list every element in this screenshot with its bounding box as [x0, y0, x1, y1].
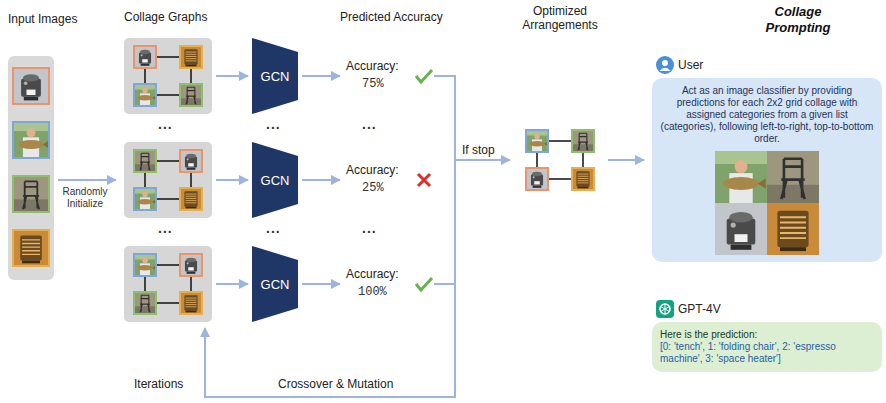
ellipsis: ...	[362, 220, 377, 237]
ellipsis: ...	[158, 220, 173, 237]
node-text: Act as an image classifier by providing …	[660, 85, 874, 145]
accuracy-value: 25%	[362, 181, 384, 195]
accuracy-value: 100%	[358, 285, 387, 299]
gcn-label: GCN	[261, 173, 290, 188]
branch-label: If stop	[462, 143, 495, 157]
arrow-label: Randomly Initialize	[54, 186, 116, 210]
ellipsis: ...	[266, 220, 281, 237]
input-images	[8, 56, 54, 280]
column-header: Optimized Arrangements	[506, 4, 614, 33]
loop-label: Crossover & Mutation	[278, 377, 393, 391]
accuracy-label: Accuracy:	[346, 163, 399, 177]
collage-graph	[124, 38, 212, 114]
ellipsis: ...	[158, 116, 173, 133]
gcn-block: GCN	[252, 246, 298, 322]
user-bubble: UserAct as an image classifier by provid…	[652, 78, 882, 262]
accuracy-value: 75%	[362, 77, 384, 91]
gpt-icon	[656, 300, 674, 318]
check-mark	[416, 278, 432, 290]
cross-mark	[418, 174, 430, 186]
node-text: [0: 'tench', 1: 'folding chair', 2: 'esp…	[660, 341, 874, 365]
gcn-block: GCN	[252, 142, 298, 218]
node-heading: GPT-4V	[678, 302, 721, 316]
gcn-block: GCN	[252, 38, 298, 114]
node-heading: User	[678, 58, 703, 72]
accuracy-label: Accuracy:	[346, 267, 399, 281]
accuracy-label: Accuracy:	[346, 59, 399, 73]
column-header: Predicted Accuracy	[340, 10, 443, 24]
flow-arrows	[58, 76, 644, 397]
gcn-label: GCN	[261, 69, 290, 84]
gcn-label: GCN	[261, 277, 290, 292]
collage-graph	[124, 246, 212, 322]
optimized-collage-graph	[526, 130, 594, 190]
ellipsis: ...	[266, 116, 281, 133]
ellipsis: ...	[362, 116, 377, 133]
node-text: Here is the prediction:	[660, 329, 874, 341]
gpt-bubble: GPT-4VHere is the prediction:[0: 'tench'…	[652, 322, 882, 372]
collage-graph	[124, 142, 212, 218]
input-panel: Input Images	[8, 56, 54, 280]
prompt-collage	[715, 151, 819, 255]
column-header: Collage Graphs	[124, 10, 207, 24]
loop-label: Iterations	[134, 377, 183, 391]
check-mark	[416, 70, 432, 82]
user-icon	[656, 56, 674, 74]
node-heading: Input Images	[8, 12, 77, 26]
column-header: Collage Prompting	[752, 4, 844, 35]
